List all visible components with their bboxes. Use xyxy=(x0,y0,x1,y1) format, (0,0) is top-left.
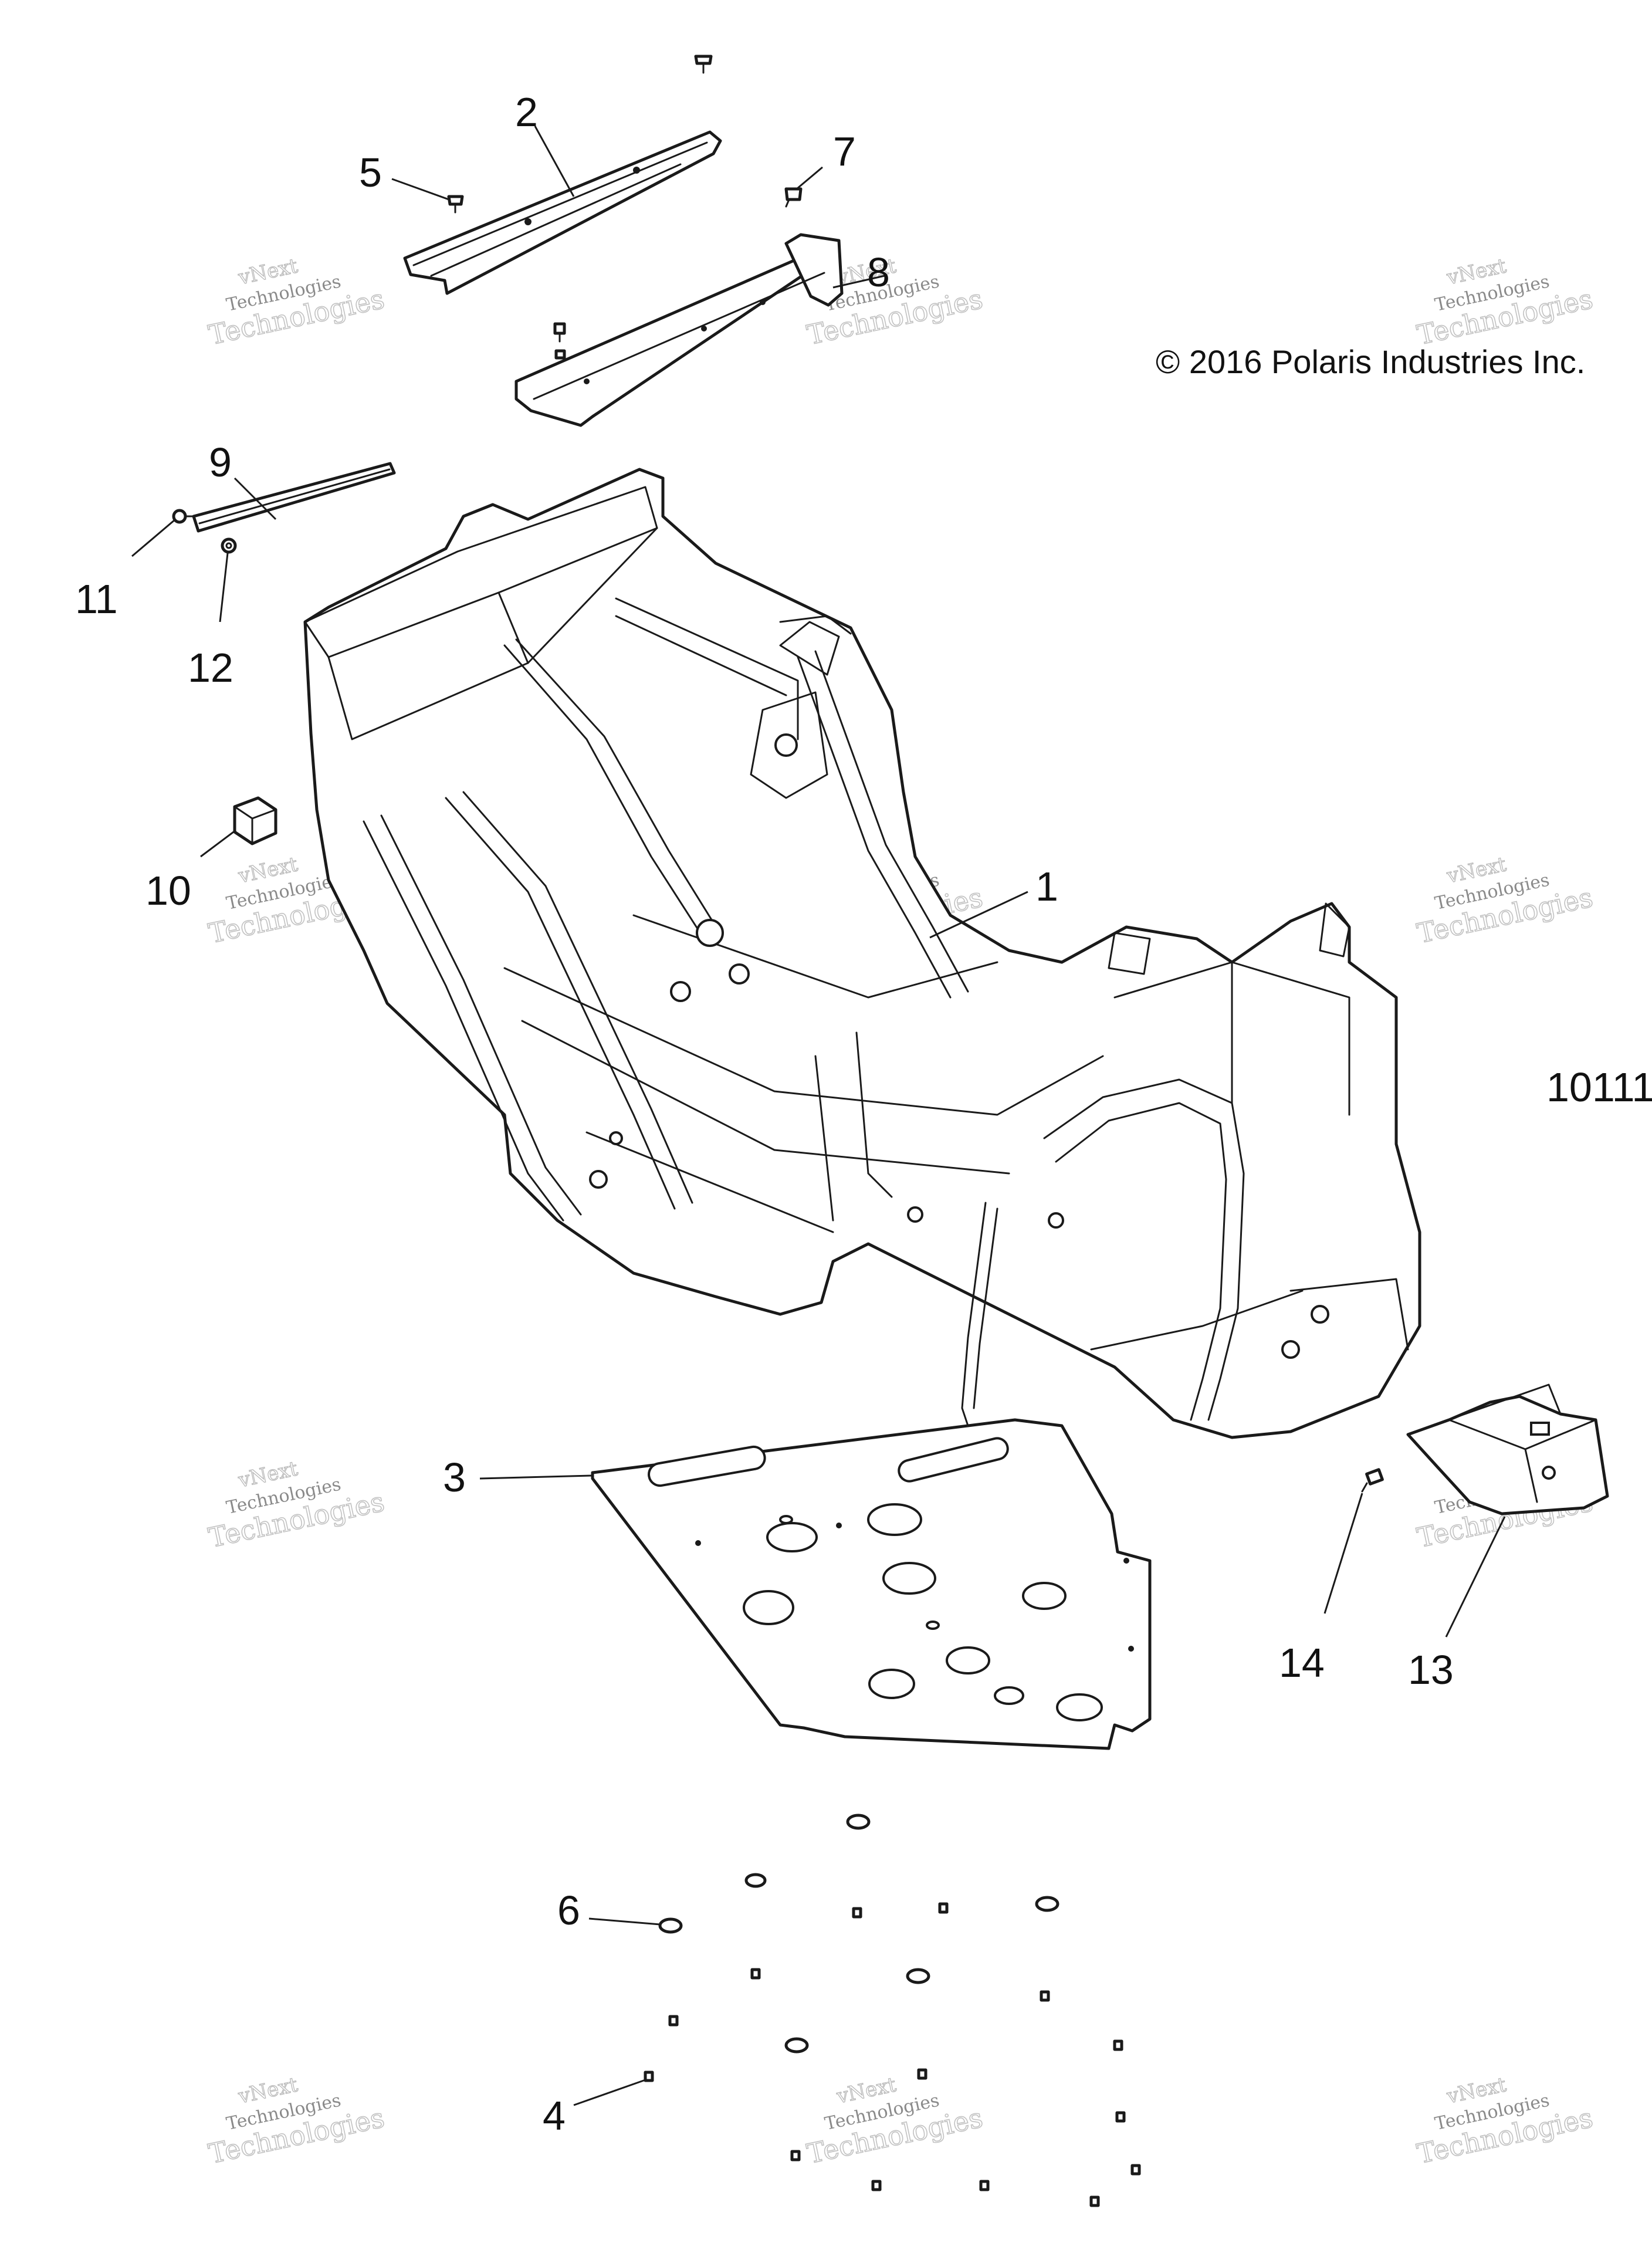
callout-3: 3 xyxy=(443,1454,466,1500)
fasteners-group xyxy=(644,1814,1141,2207)
watermark-top-left: Technologies vNext Technologies xyxy=(205,254,388,351)
callout-5: 5 xyxy=(359,150,382,195)
callout-8: 8 xyxy=(867,249,890,295)
callout-7: 7 xyxy=(833,128,856,174)
part-12-nut xyxy=(221,537,237,554)
washer xyxy=(906,1968,930,1984)
part-6-washer xyxy=(658,1917,683,1934)
callout-6: 6 xyxy=(557,1887,580,1933)
part-11-screw xyxy=(172,509,195,524)
copyright-text: © 2016 Polaris Industries Inc. xyxy=(1156,343,1585,380)
part-13-bracket xyxy=(1406,1383,1609,1515)
callout-14: 14 xyxy=(1279,1640,1325,1686)
callout-12: 12 xyxy=(188,645,233,691)
watermark-bottom-right: Technologies vNext Technologies xyxy=(1414,2073,1596,2170)
watermark-low-left: Technologies vNext Technologies xyxy=(205,1457,388,1554)
callout-2: 2 xyxy=(515,89,538,135)
washer xyxy=(846,1814,871,1830)
watermark-top-right: Technologies vNext Technologies xyxy=(1414,254,1596,351)
screw-top xyxy=(694,55,713,74)
document-number: 10111 xyxy=(1546,1064,1652,1110)
callout-1: 1 xyxy=(1035,864,1058,909)
watermark-bottom-center: Technologies vNext Technologies xyxy=(804,2073,986,2170)
leader-lines xyxy=(131,126,1506,2106)
washer xyxy=(744,1873,767,1888)
watermark-mid-right: Technologies vNext Technologies xyxy=(1414,853,1596,950)
callout-10: 10 xyxy=(145,868,191,914)
callout-9: 9 xyxy=(209,439,232,485)
washer xyxy=(1035,1896,1059,1912)
part-14-screw xyxy=(1361,1468,1384,1493)
part-2-rail xyxy=(403,130,722,295)
screw-8a xyxy=(553,322,566,343)
part-7-clip xyxy=(784,187,803,208)
washer xyxy=(784,2037,809,2054)
part-8-bracket xyxy=(514,233,844,427)
part-3-skid-plate xyxy=(591,1418,1152,1750)
part-4-bolt xyxy=(644,2071,654,2082)
callout-13: 13 xyxy=(1408,1647,1454,1693)
screw-8b xyxy=(554,349,566,360)
callout-4: 4 xyxy=(543,2093,566,2139)
part-1-frame xyxy=(303,468,1421,1445)
watermark-bottom-left: Technologies vNext Technologies xyxy=(205,2073,388,2170)
part-10-block xyxy=(233,796,277,845)
part-9-bar xyxy=(192,462,396,533)
part-5-screw xyxy=(447,195,464,214)
callout-11: 11 xyxy=(75,576,118,622)
